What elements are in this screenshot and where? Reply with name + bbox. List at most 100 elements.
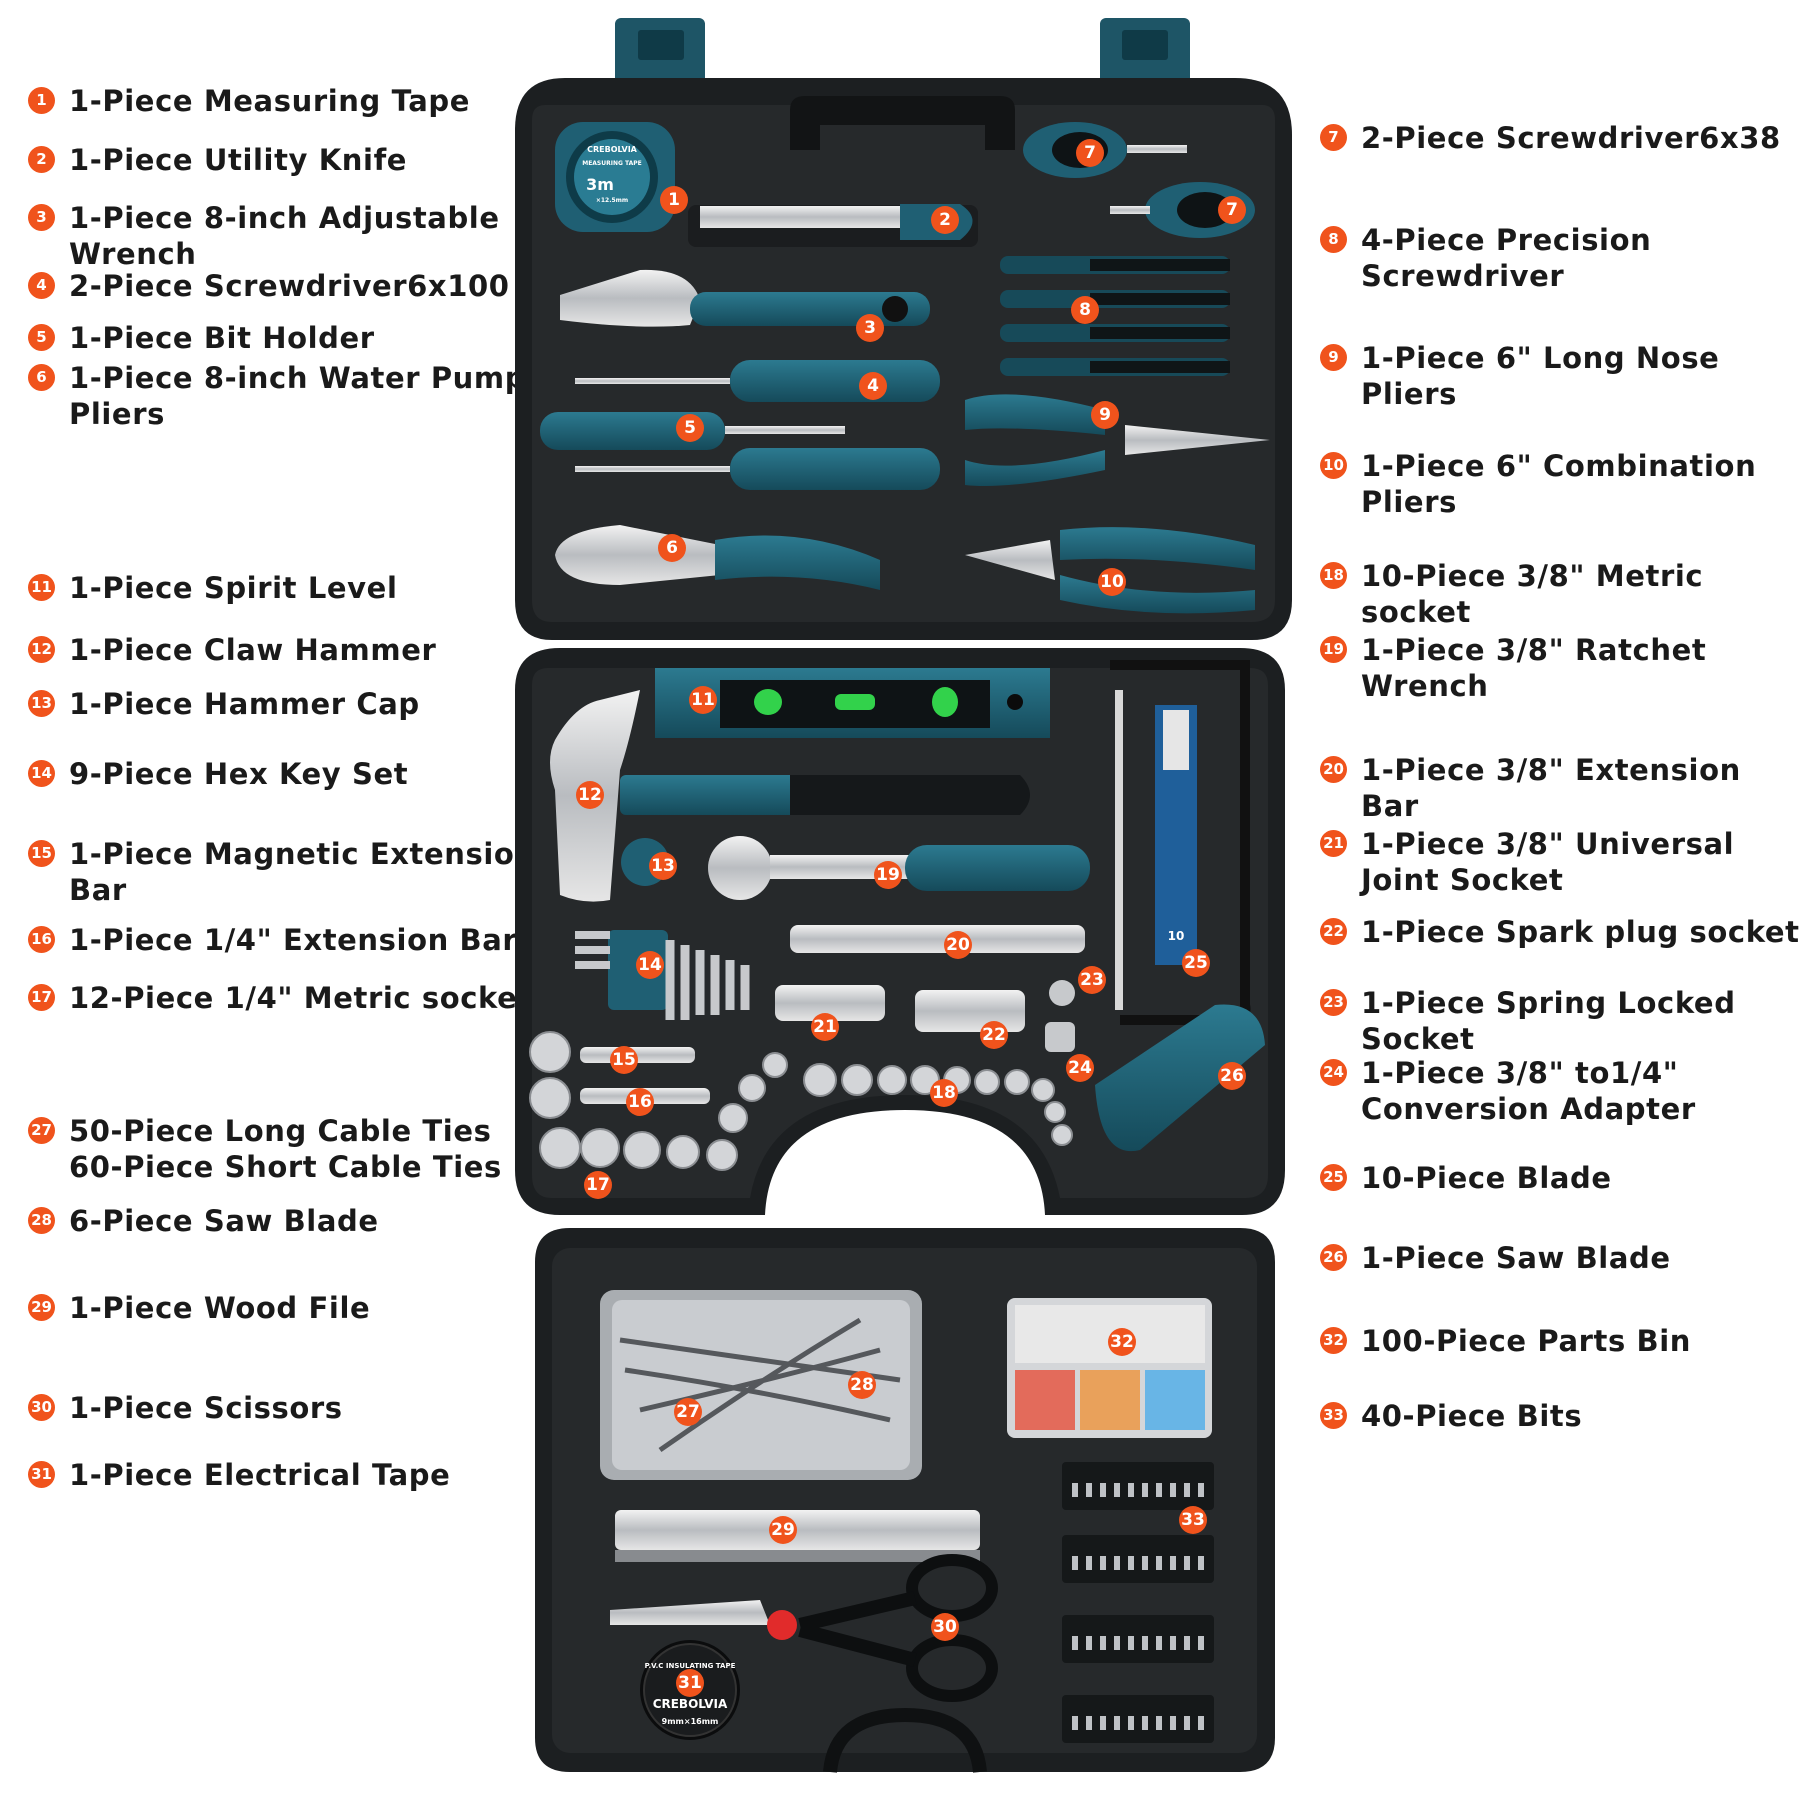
- callout-23: 23: [1078, 966, 1106, 994]
- conversion-adapter: [1045, 1022, 1075, 1052]
- legend-item-18: 18 10-Piece 3/8" Metric socket: [1320, 558, 1800, 630]
- callout-26: 26: [1218, 1062, 1246, 1090]
- svg-text:5: 5: [684, 418, 696, 438]
- legend-number-badge: 31: [28, 1461, 55, 1488]
- legend-label: 1-Piece 8-inch Water Pump Pliers: [69, 361, 527, 431]
- parts-bin: [1007, 1298, 1212, 1438]
- legend-label: 10-Piece 3/8" Metric socket: [1361, 559, 1704, 629]
- legend-number-badge: 1: [28, 87, 55, 114]
- callout-31: 31: [676, 1669, 704, 1697]
- callout-9: 9: [1091, 401, 1119, 429]
- callout-10: 10: [1098, 568, 1126, 596]
- callout-19: 19: [874, 861, 902, 889]
- legend-label: 9-Piece Hex Key Set: [69, 757, 409, 791]
- svg-text:MEASURING TAPE: MEASURING TAPE: [582, 160, 642, 167]
- legend-label: 1-Piece 3/8" Ratchet Wrench: [1361, 633, 1707, 703]
- svg-text:CREBOLVIA: CREBOLVIA: [587, 145, 638, 154]
- legend-label: 1-Piece 6" Long Nose Pliers: [1361, 341, 1720, 411]
- legend-item-17: 17 12-Piece 1/4" Metric socket: [28, 980, 532, 1016]
- bottom-handle: [823, 1707, 987, 1773]
- svg-text:CREBOLVIA: CREBOLVIA: [653, 1697, 728, 1711]
- legend-label: 6-Piece Saw Blade: [69, 1204, 379, 1238]
- legend-number-badge: 28: [28, 1207, 55, 1234]
- svg-text:18: 18: [932, 1083, 956, 1103]
- legend-label: 1-Piece 6" Combination Pliers: [1361, 449, 1757, 519]
- hacksaw: [1095, 660, 1265, 1152]
- svg-text:19: 19: [876, 865, 900, 885]
- callout-11: 11: [689, 686, 717, 714]
- legend-label: 1-Piece Utility Knife: [69, 143, 408, 177]
- svg-text:31: 31: [678, 1673, 702, 1693]
- legend-label: 1-Piece Claw Hammer: [69, 633, 437, 667]
- legend-item-24: 24 1-Piece 3/8" to1/4" Conversion Adapter: [1320, 1055, 1696, 1127]
- legend-number-badge: 24: [1320, 1059, 1347, 1086]
- legend-number-badge: 20: [1320, 756, 1347, 783]
- top-handle: [790, 96, 1015, 150]
- long-screwdrivers: [575, 360, 940, 490]
- svg-text:9mm×16mm: 9mm×16mm: [662, 1717, 719, 1726]
- svg-text:29: 29: [771, 1520, 795, 1540]
- svg-text:2: 2: [939, 210, 951, 230]
- legend-label: 1-Piece 3/8" to1/4" Conversion Adapter: [1361, 1056, 1696, 1126]
- legend-number-badge: 5: [28, 324, 55, 351]
- callout-2: 2: [931, 206, 959, 234]
- svg-text:P.V.C INSULATING TAPE: P.V.C INSULATING TAPE: [645, 1662, 736, 1670]
- legend-number-badge: 26: [1320, 1244, 1347, 1271]
- legend-number-badge: 13: [28, 690, 55, 717]
- svg-text:23: 23: [1080, 970, 1104, 990]
- blade-pack: 10: [1155, 705, 1197, 965]
- svg-text:27: 27: [676, 1402, 700, 1422]
- callout-16: 16: [626, 1088, 654, 1116]
- callout-25: 25: [1182, 949, 1210, 977]
- legend-label: 12-Piece 1/4" Metric socket: [69, 981, 532, 1015]
- legend-label: 2-Piece Screwdriver6x38: [1361, 121, 1781, 155]
- legend-label: 1-Piece Measuring Tape: [69, 84, 471, 118]
- legend-label: 1-Piece Scissors: [69, 1391, 343, 1425]
- svg-text:20: 20: [946, 935, 970, 955]
- legend-number-badge: 7: [1320, 124, 1347, 151]
- svg-text:1: 1: [668, 190, 680, 210]
- top-lid: CREBOLVIA MEASURING TAPE 3m ×12.5mm: [515, 18, 1292, 640]
- legend-label: 10-Piece Blade: [1361, 1161, 1612, 1195]
- svg-text:3m: 3m: [586, 175, 614, 194]
- svg-text:9: 9: [1099, 405, 1111, 425]
- callout-32: 32: [1108, 1328, 1136, 1356]
- legend-item-12: 12 1-Piece Claw Hammer: [28, 632, 436, 668]
- svg-text:21: 21: [813, 1017, 837, 1037]
- callout-1: 1: [660, 186, 688, 214]
- precision-screwdrivers: [1000, 256, 1230, 376]
- callout-15: 15: [610, 1046, 638, 1074]
- svg-text:11: 11: [691, 690, 715, 710]
- legend-item-7: 7 2-Piece Screwdriver6x38: [1320, 120, 1781, 156]
- legend-number-badge: 12: [28, 636, 55, 663]
- legend-number-badge: 29: [28, 1294, 55, 1321]
- middle-tray: 10: [515, 648, 1285, 1215]
- legend-number-badge: 17: [28, 984, 55, 1011]
- legend-number-badge: 23: [1320, 989, 1347, 1016]
- legend-item-1: 1 1-Piece Measuring Tape: [28, 83, 470, 119]
- legend-number-badge: 18: [1320, 562, 1347, 589]
- legend-label: 4-Piece Precision Screwdriver: [1361, 223, 1652, 293]
- callout-30: 30: [931, 1613, 959, 1641]
- legend-label: 100-Piece Parts Bin: [1361, 1324, 1692, 1358]
- svg-text:×12.5mm: ×12.5mm: [596, 197, 628, 204]
- callout-6: 6: [658, 534, 686, 562]
- legend-number-badge: 22: [1320, 918, 1347, 945]
- callout-7: 7: [1218, 196, 1246, 224]
